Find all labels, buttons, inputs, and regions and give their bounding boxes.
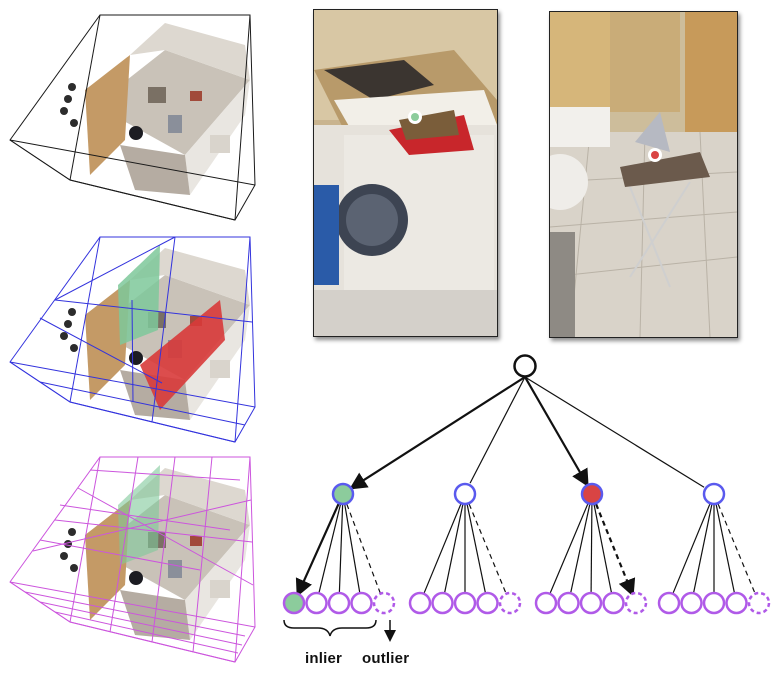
root-node: [513, 354, 537, 378]
leaf-outlier-node: [372, 591, 396, 615]
root-edge: [524, 376, 705, 488]
child-edge: [593, 504, 612, 593]
leaf-node: [431, 591, 454, 615]
leaf-node: [602, 591, 625, 615]
leaf-node: [453, 591, 477, 615]
leaf-outlier-node: [747, 591, 771, 615]
child-edge: [318, 504, 341, 593]
leaf-node: [557, 591, 580, 615]
child-edge: [338, 504, 344, 593]
leaf-outlier-node: [498, 591, 522, 615]
leaf-node: [725, 591, 748, 615]
leaf-node: [408, 591, 432, 615]
child-edge: [549, 503, 589, 594]
child-edge: [466, 504, 486, 593]
child-edge: [295, 503, 340, 597]
leaf-node: [476, 591, 499, 615]
child-edge: [595, 503, 636, 597]
outlier-label: outlier: [362, 650, 410, 667]
child-edge: [693, 504, 713, 593]
leaf-node: [680, 591, 703, 615]
child-edge: [444, 504, 464, 593]
leaf-outlier-node: [624, 591, 648, 615]
child-edge: [468, 503, 507, 594]
region-green: [118, 245, 160, 345]
root-edge: [469, 376, 526, 484]
scene-level-0: [9, 14, 256, 221]
child-edge: [423, 503, 462, 594]
leaf-node: [282, 591, 306, 615]
child-edge: [672, 503, 711, 594]
child-edge: [717, 503, 756, 594]
root-edge: [524, 376, 589, 488]
scene-level-2: [9, 456, 256, 663]
leaf-node: [702, 591, 726, 615]
leaf-node: [657, 591, 681, 615]
inlier-label: inlier: [305, 650, 343, 667]
child-edge: [715, 504, 735, 593]
child-edge: [570, 504, 591, 593]
mid-node: [702, 482, 726, 506]
root-edge: [349, 376, 526, 490]
leaf-node: [350, 591, 373, 615]
mid-node: [580, 482, 604, 506]
leaf-node: [327, 591, 351, 615]
mid-node: [331, 482, 355, 506]
leaf-node: [305, 591, 328, 615]
scene-level-1: [9, 236, 256, 443]
photo-washing-machine: [313, 9, 498, 337]
leaf-node: [534, 591, 558, 615]
child-edge: [344, 504, 361, 593]
leaf-node: [579, 591, 603, 615]
mid-node: [453, 482, 477, 506]
photo-ironing-board: [549, 11, 738, 338]
child-edge: [346, 504, 381, 593]
child-edge: [590, 504, 593, 593]
